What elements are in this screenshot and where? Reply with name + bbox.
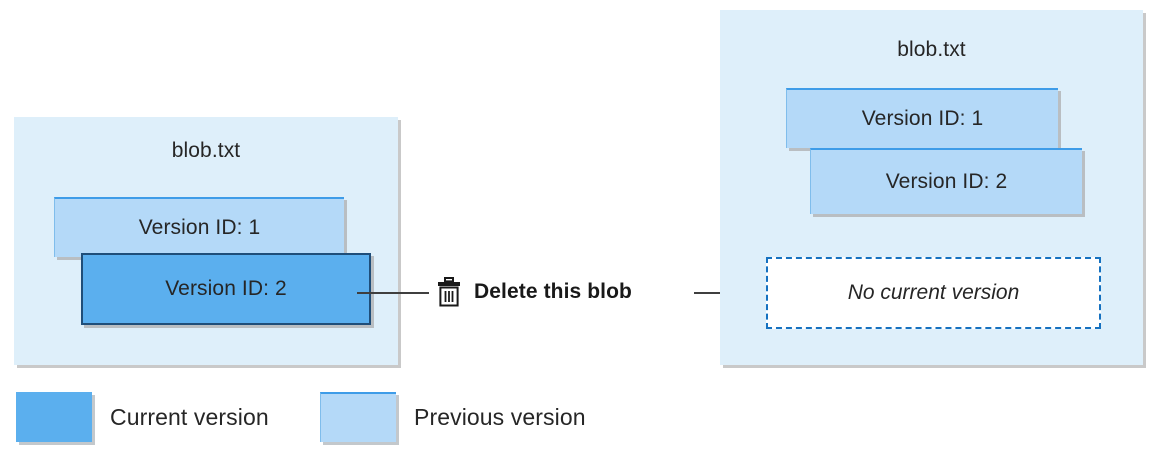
left-blob-panel: blob.txt Version ID: 1 Version ID: 2 <box>14 117 398 365</box>
legend-swatch-current-version <box>16 392 92 442</box>
right-version-box-1: Version ID: 1 <box>786 88 1058 148</box>
left-panel-title: blob.txt <box>171 139 241 162</box>
connector-line-left <box>357 292 429 294</box>
right-version-1-label: Version ID: 1 <box>861 107 984 130</box>
right-blob-panel: blob.txt Version ID: 1 Version ID: 2 No … <box>720 10 1143 365</box>
legend-label-current-version: Current version <box>110 404 269 430</box>
right-version-box-2: Version ID: 2 <box>810 148 1082 214</box>
right-version-2-label: Version ID: 2 <box>885 170 1008 193</box>
left-version-box-2: Version ID: 2 <box>81 253 371 325</box>
trash-icon <box>438 277 460 307</box>
legend-label-previous-version: Previous version <box>414 404 586 430</box>
left-version-box-1: Version ID: 1 <box>54 197 344 257</box>
no-current-version-label: No current version <box>847 281 1020 304</box>
delete-blob-label: Delete this blob <box>474 280 632 303</box>
left-version-2-label: Version ID: 2 <box>165 277 287 300</box>
no-current-version-box: No current version <box>766 257 1101 329</box>
legend-swatch-previous-version <box>320 392 396 442</box>
left-version-1-label: Version ID: 1 <box>138 216 261 239</box>
right-panel-title: blob.txt <box>897 38 966 61</box>
